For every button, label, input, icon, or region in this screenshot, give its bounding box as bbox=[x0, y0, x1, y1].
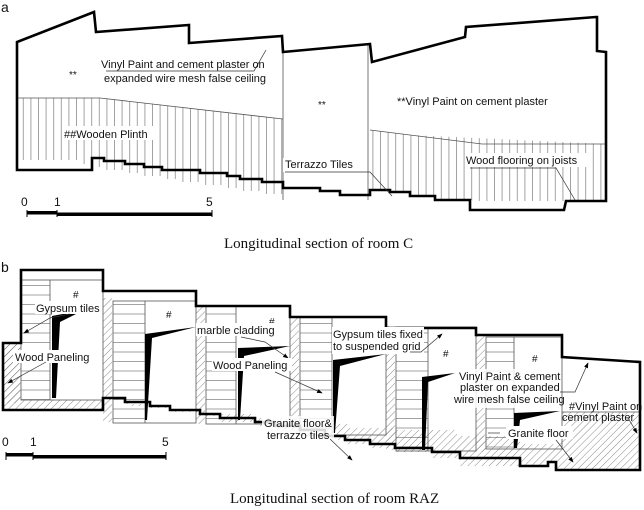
caption-room-raz: Longitudinal section of room RAZ bbox=[230, 491, 439, 507]
terrazzo-label-bg bbox=[283, 158, 363, 172]
vinyl-ceiling-label-bg bbox=[455, 369, 561, 408]
label-ceiling-line2: expanded wire mesh false ceiling bbox=[104, 73, 266, 85]
label-granite-terrazzo-2: terrazzo tiles bbox=[267, 430, 330, 442]
label-vinyl-wall-1: #Vinyl Paint on bbox=[569, 401, 642, 413]
label-vinyl-ceiling-2: plaster on expanded bbox=[460, 382, 560, 394]
gypsum-grid-label-bg bbox=[332, 327, 424, 354]
gypsum-leader bbox=[23, 313, 71, 334]
scale-b-tick-0: 0 bbox=[2, 435, 9, 449]
hash-4: # bbox=[443, 349, 449, 360]
label-gypsum-tiles: Gypsum tiles bbox=[36, 303, 100, 315]
wood-panel-4 bbox=[300, 317, 332, 435]
wall-hatch-6 bbox=[562, 412, 640, 440]
panel-b: b bbox=[1, 259, 642, 507]
scale-tick-1: 1 bbox=[54, 195, 61, 209]
wood-floor-label-bg bbox=[465, 153, 590, 167]
wood-panel1-leader bbox=[7, 361, 47, 384]
panel-a: a Vinyl Paint and cement plaster on expa… bbox=[1, 0, 608, 252]
marble-label-bg bbox=[196, 323, 278, 336]
label-vinyl-wall-2: cement plaster bbox=[562, 412, 634, 424]
label-wood-flooring: Wood flooring on joists bbox=[466, 155, 578, 167]
scale-tick-0: 0 bbox=[21, 195, 28, 209]
label-vinyl-ceiling-3: wire mesh false ceiling bbox=[453, 394, 565, 406]
panel-letter-a: a bbox=[1, 0, 9, 15]
ceiling-leader bbox=[106, 49, 267, 72]
wall-hatch-2 bbox=[196, 306, 205, 424]
label-marble-cladding: marble cladding bbox=[197, 325, 275, 337]
wall-hatch-3 bbox=[290, 318, 299, 436]
terrazzo-leader bbox=[285, 171, 393, 197]
wall-hatch-1 bbox=[103, 298, 112, 422]
panel-letter-b: b bbox=[1, 259, 9, 275]
label-wood-paneling-2: Wood Paneling bbox=[213, 360, 287, 372]
granite-label-bg bbox=[506, 426, 573, 439]
wall-hatch-4 bbox=[386, 326, 395, 450]
label-terrazzo-tiles: Terrazzo Tiles bbox=[285, 159, 353, 171]
scale-bar-a: 0 1 5 bbox=[21, 195, 213, 217]
wood-floor-slope-line bbox=[369, 129, 483, 145]
granite-terrazzo-label-bg bbox=[262, 416, 334, 442]
gypsum-grid-leader bbox=[410, 333, 443, 353]
caption-room-c: Longitudinal section of room C bbox=[224, 236, 413, 252]
label-granite-terrazzo-1: Granite floor& bbox=[264, 418, 333, 430]
label-star-left: ** bbox=[69, 70, 77, 81]
hash-2: # bbox=[166, 310, 172, 321]
label-wood-paneling-1: Wood Paneling bbox=[15, 352, 89, 364]
scale-tick-5: 5 bbox=[206, 195, 213, 209]
hash-3: # bbox=[269, 317, 275, 328]
label-gypsum-grid-1: Gypsum tiles fixed bbox=[333, 329, 423, 341]
plinth-slope-line bbox=[99, 97, 284, 120]
room-c-outline bbox=[15, 10, 608, 212]
label-star-mid: ** bbox=[318, 100, 326, 111]
wood-panel-2 bbox=[113, 301, 145, 423]
wooden-plinth-hatch bbox=[17, 98, 283, 194]
wood-floor-leader bbox=[470, 167, 576, 201]
label-vinyl-paint: **Vinyl Paint on cement plaster bbox=[397, 96, 548, 108]
hash-1: # bbox=[73, 290, 79, 301]
scale-b-tick-5: 5 bbox=[162, 435, 169, 449]
hash-5: # bbox=[532, 354, 538, 365]
gypsum-label-bg bbox=[35, 301, 101, 314]
wood-panel2-leader bbox=[274, 371, 323, 394]
granite-terrazzo-leader bbox=[329, 438, 353, 461]
label-vinyl-ceiling-1: Vinyl Paint & cement bbox=[459, 371, 560, 383]
scale-b-tick-1: 1 bbox=[30, 435, 37, 449]
granite-leader bbox=[555, 439, 574, 463]
vinyl-wall-leader bbox=[627, 417, 638, 434]
wood-panel-1 bbox=[21, 280, 50, 400]
vinyl-ceiling-leader bbox=[560, 362, 589, 393]
label-granite-floor: Granite floor bbox=[508, 428, 569, 440]
scale-bar-b: 0 1 5 bbox=[2, 435, 169, 460]
marble-cladding-shapes bbox=[52, 310, 560, 450]
label-wooden-plinth: ##Wooden Plinth bbox=[64, 129, 148, 141]
plinth-label-bg bbox=[62, 126, 156, 140]
wood-panel2-label-bg bbox=[212, 358, 292, 371]
marble-leader bbox=[240, 336, 289, 359]
label-ceiling-line1: Vinyl Paint and cement plaster on bbox=[101, 59, 265, 71]
label-gypsum-grid-2: to suspended grid bbox=[333, 341, 420, 353]
wood-panel1-label-bg bbox=[13, 350, 93, 363]
